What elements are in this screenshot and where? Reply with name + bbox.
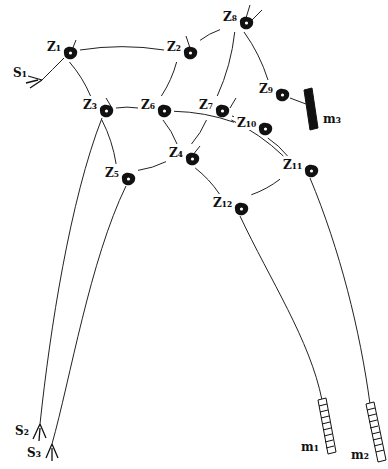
part-label: m₁ [300, 440, 320, 454]
nerve-cell: Z₄ [168, 146, 200, 166]
cell-body [98, 104, 114, 118]
dendrite [72, 5, 262, 156]
nerve-connection [195, 168, 219, 194]
cell-label: Z₃ [82, 98, 98, 112]
cell-body [233, 202, 249, 216]
cell-body [156, 104, 172, 118]
nerve-cell: Z₆ [140, 98, 172, 118]
nerve-fibre [52, 186, 126, 444]
part-label: S₂ [14, 424, 30, 438]
nerve-fibre [290, 98, 306, 104]
cell-body [120, 172, 136, 186]
nerve-cell: Z₁₂ [212, 196, 249, 216]
cell-label: Z₄ [168, 146, 184, 160]
cell-body [274, 88, 290, 102]
sensory-ending [33, 424, 46, 441]
nerve-connection [200, 30, 220, 41]
cell-body [182, 46, 198, 60]
muscle-striation [367, 408, 384, 452]
nerve-cell: Z₉ [258, 82, 290, 102]
cell-label: Z₂ [166, 40, 182, 54]
nerve-connection [244, 32, 268, 80]
muscle-fibre [318, 398, 336, 454]
cell-label: Z₁₁ [282, 158, 303, 172]
nerve-cell: Z₅ [104, 166, 136, 186]
sensory-ending [46, 444, 58, 461]
nerve-cell: Z₃ [82, 98, 114, 118]
nerve-cell: Z₁₀ [236, 116, 273, 136]
cell-body [184, 152, 200, 166]
cell-body [214, 104, 230, 118]
nerve-connection [268, 138, 288, 156]
nerve-cell: Z₁₁ [282, 158, 319, 178]
part-label: S₃ [26, 446, 42, 460]
nerve-cell: Z₇ [198, 98, 230, 118]
nerve-fibre [42, 58, 64, 80]
muscle-fibre [304, 88, 318, 130]
cell-label: Z₆ [140, 98, 156, 112]
nerve-connection [251, 179, 280, 195]
cell-label: Z₅ [104, 166, 120, 180]
nerve-cell: Z₈ [222, 10, 254, 30]
cell-body [62, 46, 78, 60]
cell-body [238, 16, 254, 30]
nerve-connection [192, 120, 207, 144]
nerve-connection [102, 120, 116, 164]
cell-label: Z₁₀ [236, 116, 257, 130]
nerve-cell: Z₁ [46, 40, 78, 60]
cell-label: Z₁₂ [212, 196, 233, 210]
cell-body [303, 164, 319, 178]
muscle-striation [319, 404, 334, 448]
nerve-connection [69, 62, 90, 96]
nerve-cell: Z₂ [166, 40, 198, 60]
cell-label: Z₉ [258, 82, 274, 96]
nerve-connection [232, 115, 234, 117]
part-label: m₃ [322, 112, 342, 126]
cell-label: Z₈ [222, 10, 238, 24]
nerve-connection [116, 107, 138, 109]
part-label: m₂ [350, 448, 370, 462]
nerve-fibre [310, 178, 370, 404]
cell-label: Z₇ [198, 98, 214, 112]
nerve-connection [138, 162, 166, 171]
nerve-connection [163, 120, 177, 144]
nerve-connection [161, 62, 176, 96]
cell-label: Z₁ [46, 40, 62, 54]
nerve-connection [80, 47, 164, 50]
part-label: S₁ [12, 66, 28, 80]
nerve-fibre [240, 216, 322, 400]
cell-body [257, 122, 273, 136]
nerve-connection [217, 32, 234, 96]
nerve-fibre [40, 118, 102, 424]
sensory-ending [26, 76, 42, 88]
